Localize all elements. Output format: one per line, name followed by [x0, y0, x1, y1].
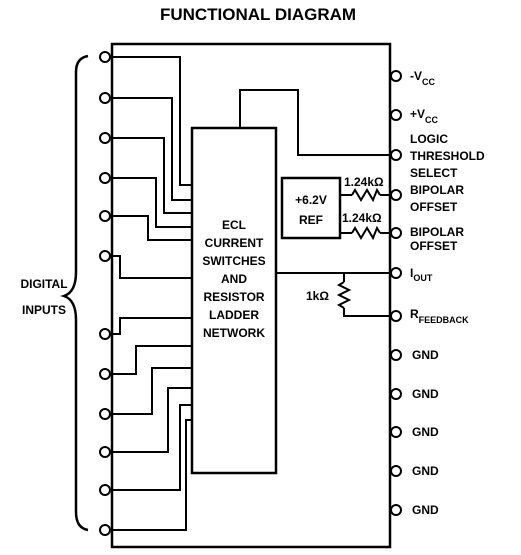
reference-voltage-label: +6.2V — [295, 193, 327, 207]
threshold-label: THRESHOLD — [410, 149, 485, 163]
block-line: AND — [221, 272, 247, 286]
feedback-resistor — [336, 281, 352, 309]
input-pin — [99, 524, 111, 536]
pin-logic-threshold — [390, 149, 402, 161]
feedback-resistor-label: 1kΩ — [306, 289, 329, 303]
gnd-label: GND — [412, 464, 439, 478]
pin-bipolar-offset-2 — [390, 227, 402, 239]
gnd-label: GND — [412, 503, 439, 517]
diagram-title: FUNCTIONAL DIAGRAM — [160, 5, 356, 24]
iout-label: IOUT — [410, 266, 433, 283]
pin-neg-vcc — [390, 70, 402, 82]
gnd-label: GND — [412, 425, 439, 439]
reference-ref-label: REF — [299, 213, 323, 227]
block-line: LADDER — [209, 308, 259, 322]
block-line: RESISTOR — [203, 290, 264, 304]
block-line: ECL — [222, 218, 246, 232]
pin-gnd — [390, 426, 402, 438]
pin-gnd — [390, 504, 402, 516]
pin-iout — [390, 267, 402, 279]
digital-input-wiring — [110, 56, 192, 531]
right-pins — [390, 70, 402, 516]
pin-gnd — [390, 349, 402, 361]
gnd-label: GND — [412, 387, 439, 401]
ecl-ladder-label: ECL CURRENT SWITCHES AND RESISTOR LADDER… — [202, 218, 265, 340]
pin-rfeedback — [390, 310, 402, 322]
input-pin — [99, 368, 111, 380]
inputs-brace — [60, 54, 89, 532]
select-label: SELECT — [410, 166, 458, 180]
pin-pos-vcc — [390, 109, 402, 121]
input-pin — [99, 210, 111, 222]
input-pin — [99, 92, 111, 104]
digital-label: DIGITAL — [20, 277, 67, 291]
input-pin — [99, 446, 111, 458]
inputs-label: INPUTS — [22, 303, 66, 317]
block-line: NETWORK — [203, 326, 265, 340]
input-pin — [99, 250, 111, 262]
bipolar-resistor-2-label: 1.24kΩ — [342, 211, 382, 225]
bipolar-resistor-1-label: 1.24kΩ — [344, 175, 384, 189]
ecl-ladder-block — [190, 126, 278, 475]
input-pin — [99, 172, 111, 184]
bipolar-resistor-2 — [351, 225, 381, 241]
bipolar-offset-2-label: OFFSET — [410, 239, 458, 253]
pin-bipolar-offset-1 — [390, 189, 402, 201]
block-line: SWITCHES — [202, 254, 265, 268]
block-line: CURRENT — [205, 236, 264, 250]
pos-vcc-label: +VCC — [410, 107, 439, 125]
input-pin — [99, 328, 111, 340]
bipolar-offset-2-label: BIPOLAR — [410, 225, 464, 239]
input-pin — [99, 51, 111, 63]
logic-label: LOGIC — [410, 132, 448, 146]
gnd-label: GND — [412, 348, 439, 362]
bipolar-resistor-1 — [351, 187, 381, 203]
neg-vcc-label: -VCC — [410, 69, 435, 87]
input-pin — [99, 484, 111, 496]
pin-gnd — [390, 388, 402, 400]
pin-gnd — [390, 465, 402, 477]
input-pin — [99, 408, 111, 420]
input-pin — [99, 132, 111, 144]
chip-outline — [110, 42, 392, 549]
rfeedback-label: RFEEDBACK — [410, 307, 469, 325]
digital-input-pins — [99, 51, 111, 536]
bipolar-offset-1-label: OFFSET — [410, 200, 458, 214]
bipolar-offset-1-label: BIPOLAR — [410, 183, 464, 197]
reference-block — [280, 176, 342, 240]
